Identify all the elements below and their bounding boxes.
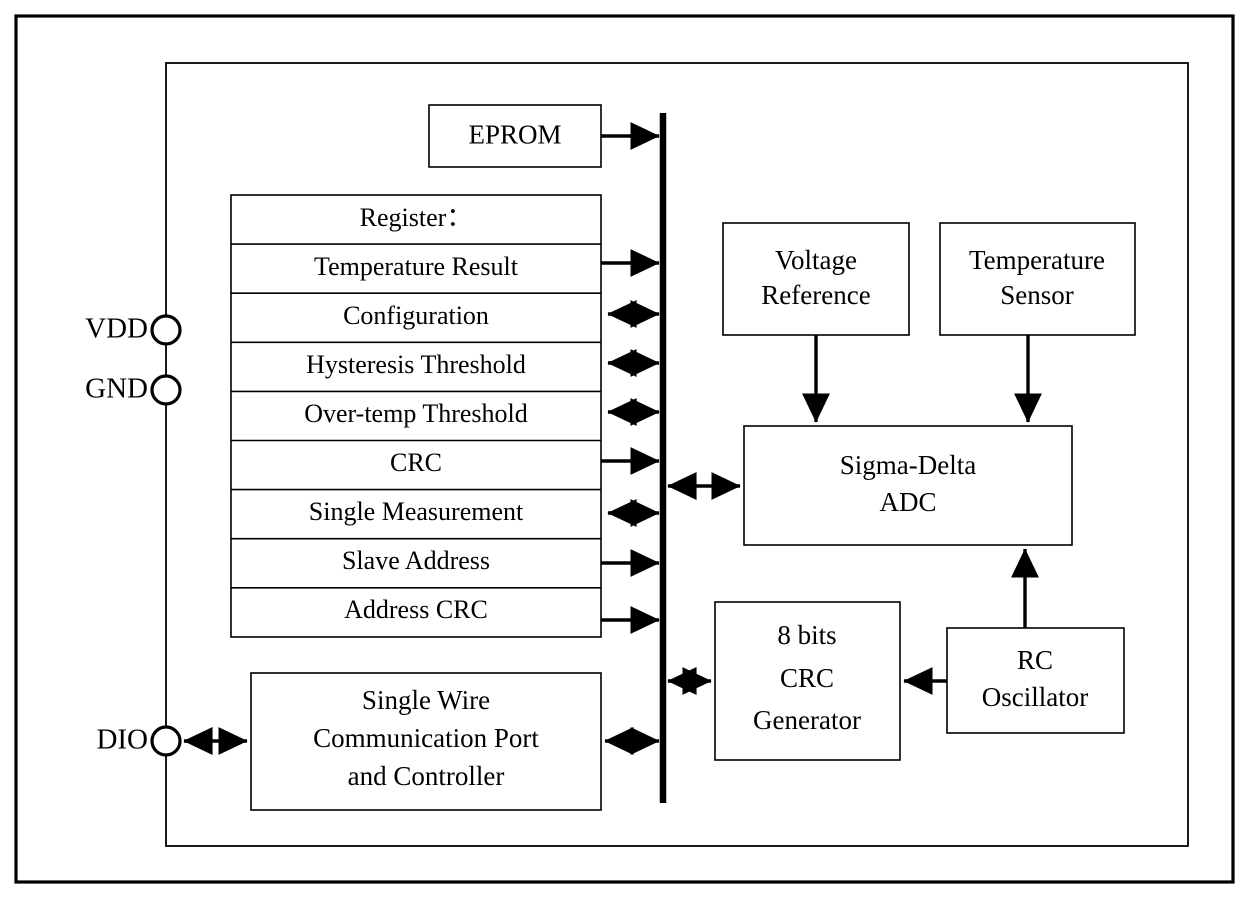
block-single-wire-controller[interactable]: Single Wire Communication Port and Contr…: [250, 672, 602, 811]
pin-gnd-circle[interactable]: [150, 374, 182, 406]
block-crc-generator-label-line3: Generator: [753, 705, 861, 735]
block-temperature-sensor-label-line2: Sensor: [1000, 280, 1074, 310]
chip-boundary: [165, 62, 1189, 847]
pin-vdd-circle[interactable]: [150, 314, 182, 346]
pin-dio-label: DIO: [96, 724, 148, 756]
block-voltage-reference-label-line2: Reference: [761, 280, 870, 310]
block-rc-oscillator-label-line1: RC: [1017, 645, 1053, 675]
block-sigma-delta-adc[interactable]: Sigma-Delta ADC: [743, 425, 1073, 546]
block-crc-generator-label-line2: CRC: [780, 663, 834, 693]
block-single-wire-controller-label-line1: Single Wire: [362, 685, 490, 715]
register-row-single-measurement: Single Measurement: [309, 497, 524, 526]
block-crc-generator-label-line1: 8 bits: [777, 620, 836, 650]
register-row-temperature-result: Temperature Result: [314, 252, 519, 281]
block-eprom[interactable]: EPROM: [428, 104, 602, 168]
block-sigma-delta-adc-label-line2: ADC: [879, 487, 936, 517]
block-crc-generator[interactable]: 8 bits CRC Generator: [714, 601, 901, 761]
register-row-hysteresis-threshold: Hysteresis Threshold: [306, 350, 526, 379]
block-voltage-reference-label-line1: Voltage: [775, 245, 857, 275]
pin-gnd-label: GND: [85, 373, 148, 405]
register-row-address-crc: Address CRC: [344, 595, 488, 624]
block-voltage-reference[interactable]: Voltage Reference: [722, 222, 910, 336]
register-row-configuration: Configuration: [343, 301, 489, 330]
block-single-wire-controller-label-line3: and Controller: [348, 761, 505, 791]
register-row-over-temp-threshold: Over-temp Threshold: [304, 399, 528, 428]
block-rc-oscillator-label-line2: Oscillator: [982, 682, 1088, 712]
block-register[interactable]: Register： Temperature Result Configurati…: [230, 194, 602, 638]
block-single-wire-controller-label-line2: Communication Port: [313, 723, 539, 753]
register-row-slave-address: Slave Address: [342, 546, 490, 575]
block-temperature-sensor[interactable]: Temperature Sensor: [939, 222, 1136, 336]
pin-dio-circle[interactable]: [150, 725, 182, 757]
block-sigma-delta-adc-label-line1: Sigma-Delta: [840, 450, 976, 480]
block-rc-oscillator[interactable]: RC Oscillator: [946, 627, 1125, 734]
block-temperature-sensor-label-line1: Temperature: [969, 245, 1105, 275]
outer-frame: [14, 14, 1235, 884]
block-eprom-label: EPROM: [468, 120, 561, 150]
pin-vdd-label: VDD: [85, 313, 148, 345]
register-row-register-header: Register：: [360, 203, 473, 232]
register-row-crc: CRC: [390, 448, 442, 477]
